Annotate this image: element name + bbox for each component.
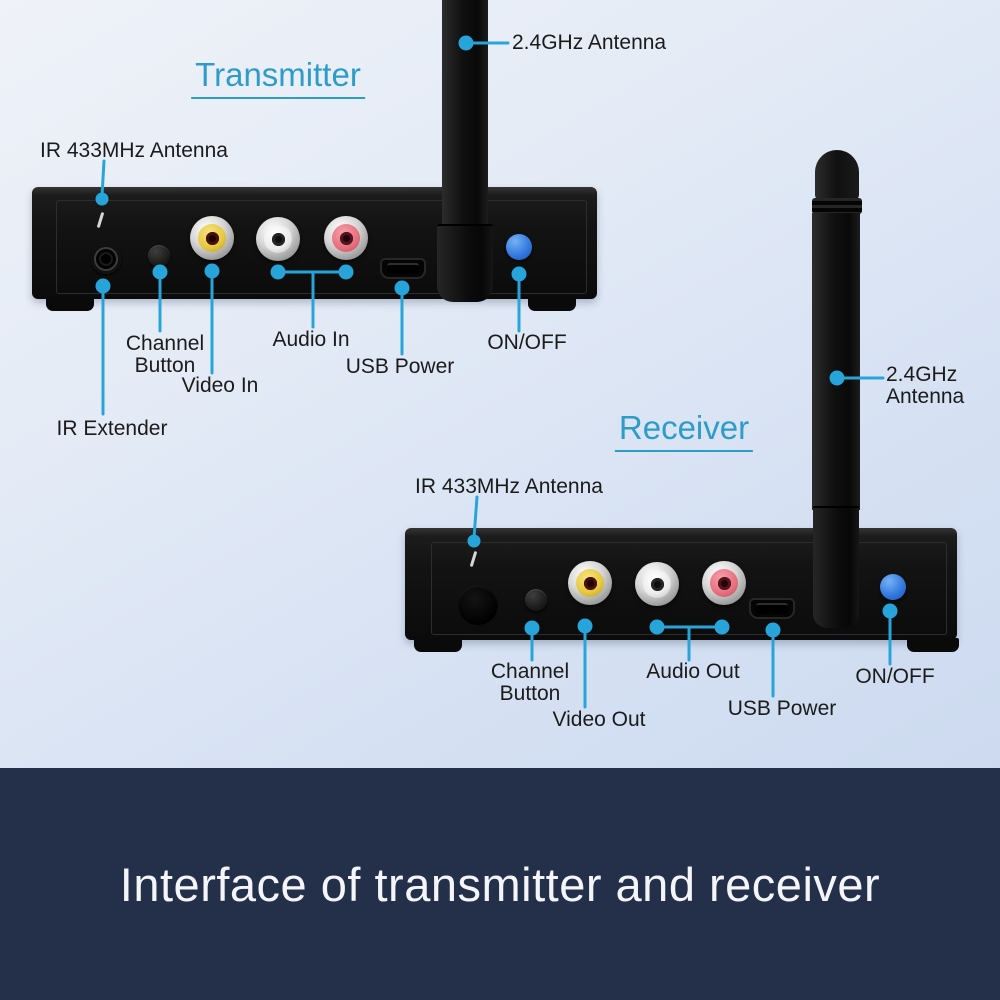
receiver-antenna-cap: [815, 150, 859, 200]
rca-hole: [339, 231, 353, 245]
video-in-rca-yellow: [190, 216, 234, 260]
audio-out-rca-white: [635, 562, 679, 606]
audio-in-rca-white: [256, 217, 300, 261]
micro-usb-port-rx: [749, 598, 795, 619]
transmitter-foot-right: [528, 297, 576, 311]
micro-usb-port-tx: [380, 258, 426, 279]
audio-in-rca-red: [324, 216, 368, 260]
label-usb-power-rx: USB Power: [727, 697, 837, 720]
transmitter-foot-left: [46, 297, 94, 311]
channel-button-rx: [525, 589, 547, 611]
rca-ring: [198, 224, 226, 252]
label-24ghz-line2: Antenna: [886, 385, 965, 408]
receiver-front-panel: [431, 542, 947, 635]
label-channel-button-tx: Channel Button: [126, 333, 204, 377]
receiver-antenna-base: [813, 506, 859, 628]
rca-ring: [576, 569, 604, 597]
power-button-tx: [506, 234, 532, 260]
transmitter-title: Transmitter: [191, 56, 365, 99]
label-on-off-tx: ON/OFF: [487, 331, 567, 354]
label-channel-line2: Button: [134, 354, 196, 377]
label-channel-line1: Channel: [490, 660, 570, 683]
rca-hole: [650, 577, 664, 591]
label-24ghz-antenna-rx: 2.4GHz Antenna: [886, 364, 964, 408]
receiver-foot-right: [907, 638, 959, 652]
power-button-rx: [880, 574, 906, 600]
rca-ring: [264, 225, 292, 253]
banner-title: Interface of transmitter and receiver: [119, 857, 881, 911]
jack-hole: [101, 254, 111, 264]
transmitter-device: [32, 187, 597, 299]
label-on-off-rx: ON/OFF: [855, 665, 935, 688]
ir-extender-jack: [91, 244, 121, 274]
ir-window: [458, 585, 498, 625]
label-audio-out: Audio Out: [646, 660, 740, 683]
label-ir-433mhz-antenna-tx: IR 433MHz Antenna: [40, 139, 228, 162]
label-video-in: Video In: [181, 374, 259, 397]
label-channel-button-rx: Channel Button: [491, 661, 569, 705]
rca-ring: [710, 569, 738, 597]
label-channel-line2: Button: [499, 682, 561, 705]
rca-hole: [271, 232, 285, 246]
receiver-antenna-collar: [812, 198, 862, 214]
channel-button-tx: [148, 245, 170, 267]
label-usb-power-tx: USB Power: [345, 355, 455, 378]
transmitter-front-panel: [56, 200, 587, 294]
receiver-title: Receiver: [614, 409, 754, 452]
receiver-foot-left: [414, 638, 462, 652]
rca-ring: [332, 224, 360, 252]
receiver-antenna-shaft: [812, 213, 860, 510]
transmitter-antenna-shaft: [442, 0, 488, 226]
label-ir-extender: IR Extender: [56, 417, 168, 440]
rca-hole: [583, 576, 597, 590]
label-audio-in: Audio In: [272, 328, 350, 351]
label-24ghz-line1: 2.4GHz: [886, 363, 958, 386]
label-ir-433mhz-antenna-rx: IR 433MHz Antenna: [415, 475, 603, 498]
receiver-device: [405, 528, 957, 640]
rca-hole: [717, 576, 731, 590]
label-video-out: Video Out: [552, 708, 646, 731]
bottom-banner: Interface of transmitter and receiver: [0, 768, 1000, 1000]
video-out-rca-yellow: [568, 561, 612, 605]
transmitter-antenna-base: [437, 224, 493, 302]
label-24ghz-antenna-tx: 2.4GHz Antenna: [512, 31, 667, 54]
rca-hole: [205, 231, 219, 245]
rca-ring: [643, 570, 671, 598]
label-channel-line1: Channel: [125, 332, 205, 355]
audio-out-rca-red: [702, 561, 746, 605]
